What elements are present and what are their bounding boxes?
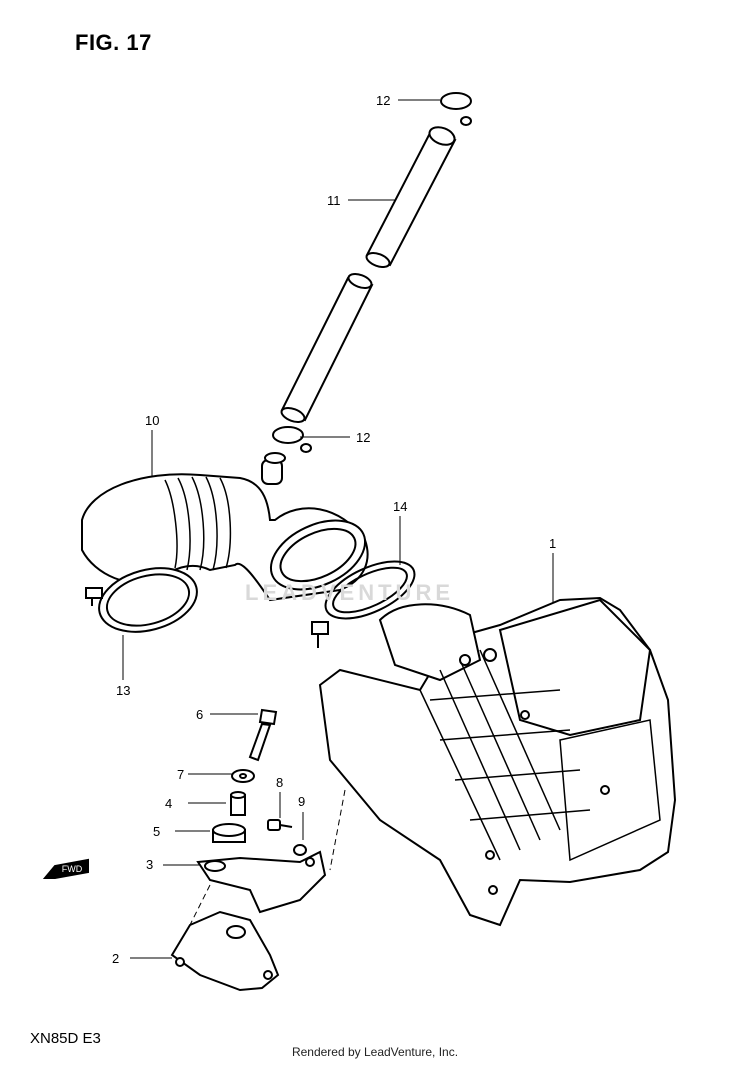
callout-10: 10 — [145, 413, 159, 428]
washer-9 — [293, 844, 307, 856]
bracket-2 — [170, 910, 280, 992]
callout-7: 7 — [177, 767, 184, 782]
callout-13: 13 — [116, 683, 130, 698]
bolt-6 — [248, 708, 278, 762]
fwd-label: FWD — [62, 864, 83, 874]
callout-12-lower: 12 — [356, 430, 370, 445]
upper-hose — [280, 126, 457, 423]
callout-5: 5 — [153, 824, 160, 839]
callout-14: 14 — [393, 499, 407, 514]
washer-7 — [231, 769, 255, 783]
clamp-12-top — [440, 92, 472, 126]
callout-11: 11 — [327, 193, 341, 208]
collar-4 — [230, 791, 246, 816]
callout-6: 6 — [196, 707, 203, 722]
callout-3: 3 — [146, 857, 153, 872]
model-code: XN85D E3 — [30, 1030, 101, 1047]
callout-12-top: 12 — [376, 93, 390, 108]
screw-8 — [267, 819, 293, 831]
callout-9: 9 — [298, 794, 305, 809]
callout-2: 2 — [112, 951, 119, 966]
cushion-5 — [212, 823, 246, 843]
callout-1: 1 — [549, 536, 556, 551]
clamp-band-14 — [311, 560, 416, 648]
clamp-12-lower — [272, 426, 312, 453]
intake-duct — [81, 452, 369, 633]
footer-credit: Rendered by LeadVenture, Inc. — [291, 1045, 459, 1059]
fwd-arrow-icon: FWD — [42, 858, 89, 879]
air-cleaner-box — [318, 596, 677, 927]
figure-title: FIG. 17 — [75, 30, 152, 55]
watermark: LEADVENTURE — [245, 580, 455, 605]
clamp-13 — [85, 587, 103, 606]
bracket-3 — [196, 850, 327, 914]
callout-4: 4 — [165, 796, 172, 811]
callout-8: 8 — [276, 775, 283, 790]
